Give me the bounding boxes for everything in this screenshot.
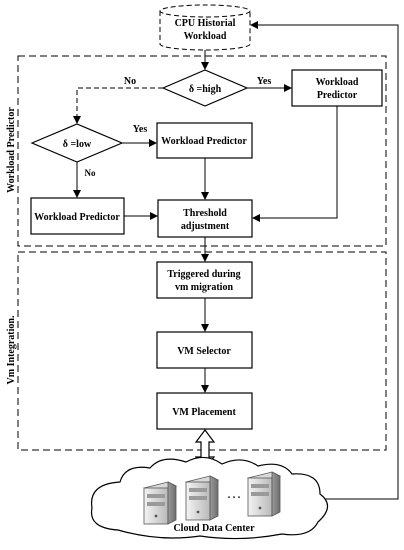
low-no-label: No (85, 168, 96, 178)
decision-high: δ =high (161, 69, 249, 107)
vm-placement-label: VM Placement (172, 407, 236, 418)
workload-predictor-high-label-1: Workload (316, 77, 359, 88)
triggered-label-2: vm migration (175, 282, 233, 293)
server-ellipsis: . . . (228, 490, 241, 501)
server-icon-3 (246, 471, 282, 517)
triggered-label-1: Triggered during (167, 269, 240, 280)
decision-low: δ =low (30, 123, 124, 163)
workload-predictor-else-box: Workload Predictor (30, 197, 125, 235)
arrow-cloud-to-source (250, 21, 399, 500)
decision-high-label: δ =high (189, 84, 222, 95)
vm-selector-label: VM Selector (177, 346, 231, 357)
high-yes-label: Yes (257, 76, 272, 87)
threshold-adjustment-box: Threshold adjustment (157, 199, 253, 238)
low-yes-label: Yes (133, 124, 148, 135)
cpu-workload-label-1: CPU Historial (175, 18, 236, 29)
workload-predictor-high-label-2: Predictor (317, 90, 358, 101)
threshold-label-1: Threshold (183, 208, 227, 219)
vm-placement-box: VM Placement (156, 392, 253, 430)
cpu-workload-label-2: Workload (184, 31, 227, 42)
threshold-label-2: adjustment (181, 221, 230, 232)
workload-predictor-high-box: Workload Predictor (291, 69, 383, 107)
workload-predictor-group-label: Workload Predictor (6, 107, 17, 193)
cpu-workload-source: CPU Historial Workload (159, 4, 251, 51)
arrow-predhigh-to-threshold (252, 106, 338, 222)
server-icon-2 (184, 475, 220, 521)
vm-selector-box: VM Selector (156, 331, 253, 369)
high-no-label: No (124, 76, 136, 87)
triggered-box: Triggered during vm migration (156, 261, 253, 299)
cloud-data-center-label: Cloud Data Center (173, 523, 255, 534)
server-icon-1 (142, 481, 178, 525)
arrow-high-no (73, 87, 163, 124)
workload-predictor-low-box: Workload Predictor (156, 122, 253, 159)
workload-predictor-low-label: Workload Predictor (161, 136, 247, 147)
vm-integration-group-label: Vm Integration. (6, 315, 17, 384)
workload-predictor-group (17, 55, 387, 247)
decision-low-label: δ =low (63, 139, 92, 150)
workload-predictor-else-label: Workload Predictor (34, 212, 120, 223)
